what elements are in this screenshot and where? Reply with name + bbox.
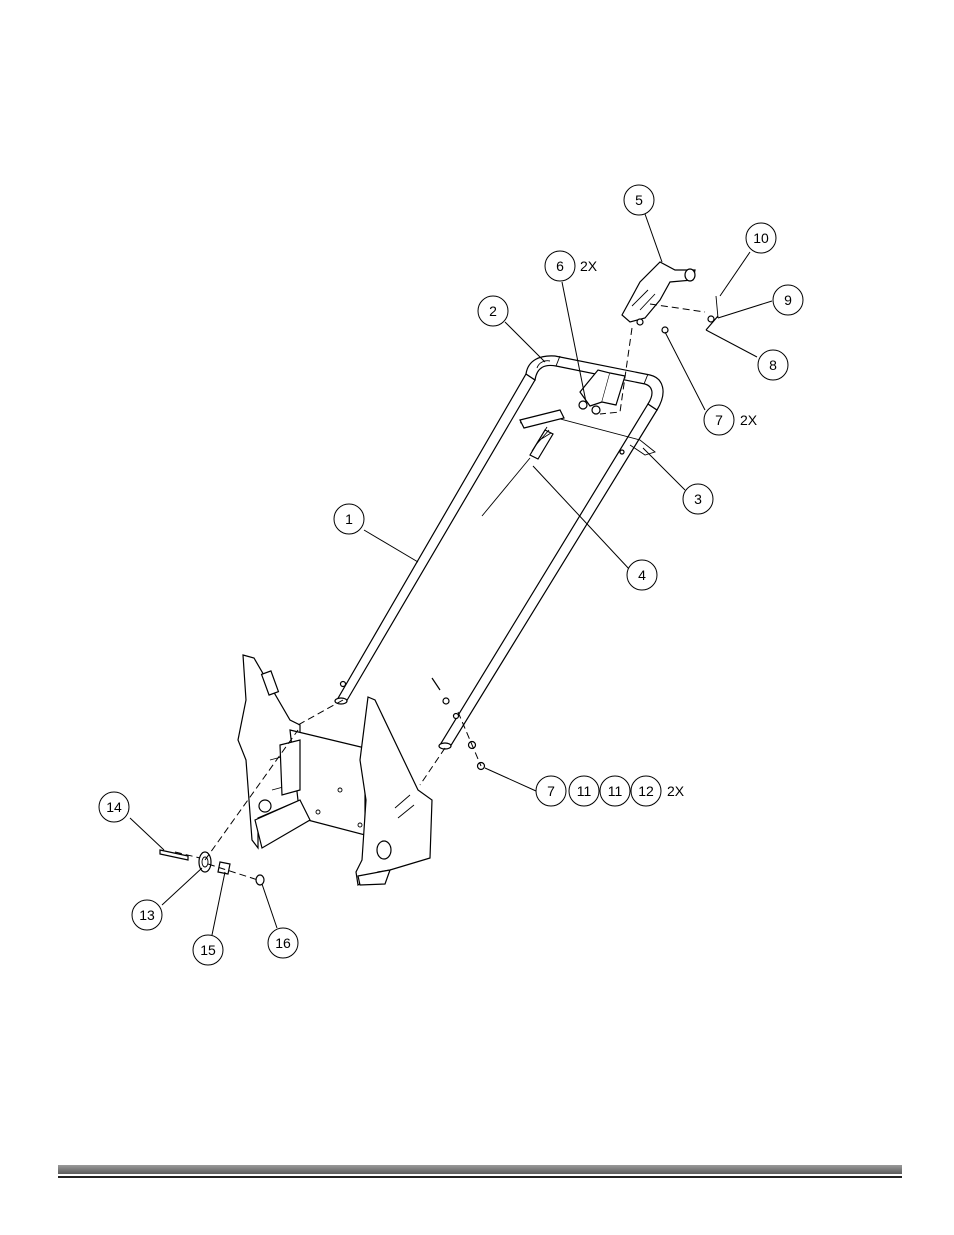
callout-9: 9 (773, 285, 803, 315)
footer-rule (58, 1176, 902, 1178)
callout-13-label: 13 (139, 907, 155, 923)
callout-4-label: 4 (638, 567, 646, 583)
callout-4: 4 (627, 560, 657, 590)
callout-15-label: 15 (200, 942, 216, 958)
callout-7-upper-qty: 2X (740, 412, 758, 428)
upper-bracket-part (622, 262, 695, 325)
wheel-hardware (160, 850, 264, 885)
pin-parts-8-9-10 (662, 296, 718, 333)
hardware-group-label-3: 11 (608, 783, 623, 799)
deck-right-plate (356, 697, 432, 885)
callout-6-qty: 2X (580, 258, 598, 274)
callout-13: 13 (132, 900, 162, 930)
callout-14: 14 (99, 792, 129, 822)
callout-6: 6 2X (545, 251, 598, 281)
callout-16-label: 16 (275, 935, 291, 951)
callout-10: 10 (746, 223, 776, 253)
footer-bar (58, 1165, 902, 1174)
hardware-group-label-4: 12 (638, 783, 654, 799)
callout-15: 15 (193, 935, 223, 965)
callout-7-upper-label: 7 (715, 412, 723, 428)
callout-16: 16 (268, 928, 298, 958)
callout-5-label: 5 (635, 192, 643, 208)
callout-6-label: 6 (556, 258, 564, 274)
callout-9-label: 9 (784, 292, 792, 308)
callout-2: 2 (478, 296, 508, 326)
callout-hardware-group: 7 11 11 12 2X (536, 776, 685, 806)
callout-3-label: 3 (694, 491, 702, 507)
callout-2-label: 2 (489, 303, 497, 319)
control-bail-bracket (579, 370, 625, 414)
callout-7-upper: 7 2X (704, 405, 758, 435)
leader-lines (130, 214, 772, 935)
callout-10-label: 10 (753, 230, 769, 246)
callout-8: 8 (758, 350, 788, 380)
callout-5: 5 (624, 185, 654, 215)
handle-right-tube (439, 404, 657, 749)
callout-8-label: 8 (769, 357, 777, 373)
callout-3: 3 (683, 484, 713, 514)
hardware-group-qty: 2X (667, 783, 685, 799)
callout-1: 1 (334, 504, 364, 534)
callout-14-label: 14 (106, 799, 122, 815)
callout-1-label: 1 (345, 511, 353, 527)
hardware-group-label-1: 7 (547, 783, 555, 799)
hardware-group-label-2: 11 (577, 783, 592, 799)
